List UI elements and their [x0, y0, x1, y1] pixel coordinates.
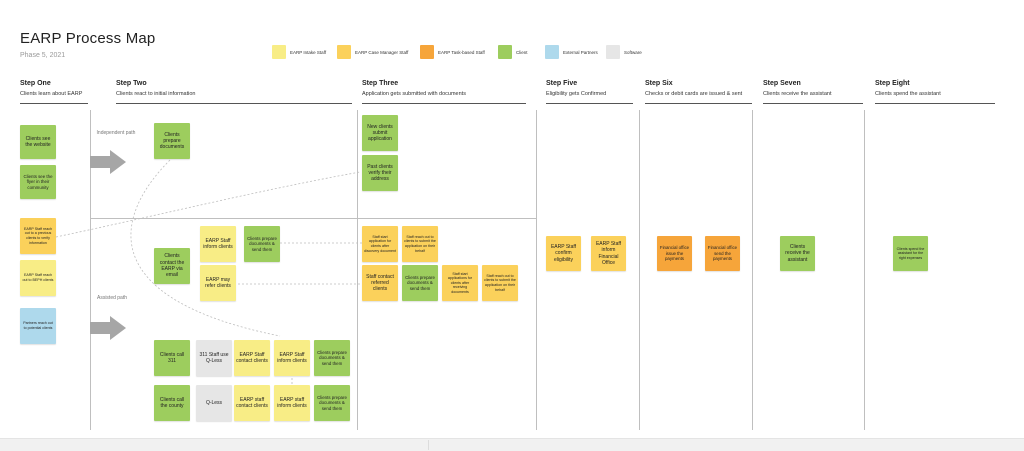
sticky-note: Staff start applications for clients aft… — [442, 265, 478, 301]
legend-item-intake: EARP Intake Staff — [272, 45, 326, 59]
sticky-note: EARP Staff inform Financial Office — [591, 236, 626, 271]
step-eight-header: Step Eight Clients spend the assistant — [875, 80, 941, 97]
legend-swatch — [272, 45, 286, 59]
column-divider — [864, 110, 865, 430]
legend-item-client: Client — [498, 45, 528, 59]
assisted-path-arrow-icon — [90, 316, 126, 340]
step-underline — [546, 103, 633, 104]
sticky-note: EARP staff contact clients — [234, 385, 270, 421]
assisted-path-label: Assisted path — [96, 295, 128, 301]
sticky-note: Financial office issue the payments — [657, 236, 692, 271]
connector-line — [55, 171, 361, 238]
legend-item-task-based: EARP Task-based Staff — [420, 45, 485, 59]
legend-label: Client — [516, 49, 528, 55]
legend-item-external: External Partners — [545, 45, 598, 59]
sticky-note: New clients submit application — [362, 115, 398, 151]
column-divider — [90, 110, 91, 430]
step-six-header: Step Six Checks or debit cards are issue… — [645, 80, 742, 97]
legend-label: EARP Case Manager Staff — [355, 49, 409, 55]
bottom-panel-divider — [428, 440, 429, 450]
step-seven-header: Step Seven Clients receive the assistant — [763, 80, 831, 97]
sticky-note: Partners reach out to potential clients — [20, 308, 56, 344]
step-name: Step Seven — [763, 80, 801, 87]
step-underline — [645, 103, 752, 104]
step-description: Clients spend the assistant — [875, 91, 941, 97]
legend-label: External Partners — [563, 49, 598, 55]
step-description: Eligibility gets Confirmed — [546, 91, 607, 97]
sticky-note: Clients prepare documents & send them — [314, 340, 350, 376]
step-three-header: Step Three Application gets submitted wi… — [362, 80, 466, 97]
sticky-note: Financial office send the payments — [705, 236, 740, 271]
step-name: Step Five — [546, 80, 578, 87]
sticky-note: Clients prepare documents & send them — [402, 265, 438, 301]
sticky-note: 311 Staff use Q-Less — [196, 340, 232, 376]
legend-swatch — [420, 45, 434, 59]
sticky-note: EARP Staff confirm eligibility — [546, 236, 581, 271]
step-underline — [362, 103, 526, 104]
independent-path-arrow-icon — [90, 150, 126, 174]
sticky-note: Clients call the county — [154, 385, 190, 421]
step-name: Step Three — [362, 80, 399, 87]
sticky-note: Staff reach out to clients to submit the… — [482, 265, 518, 301]
sticky-note: EARP may refer clients — [200, 265, 236, 301]
sticky-note: EARP Staff contact clients — [234, 340, 270, 376]
sticky-note: EARP Staff reach out to a previous clien… — [20, 218, 56, 254]
sticky-note: EARP Staff reach out to BEPH clients — [20, 260, 56, 296]
sticky-note: EARP Staff inform clients — [274, 340, 310, 376]
sticky-note: Staff start application for clients afte… — [362, 226, 398, 262]
legend-swatch — [337, 45, 351, 59]
sticky-note: EARP staff inform clients — [274, 385, 310, 421]
column-divider — [536, 110, 537, 430]
step-name: Step Eight — [875, 80, 910, 87]
sticky-note: Clients see the website — [20, 125, 56, 159]
sticky-note: Q-Less — [196, 385, 232, 421]
column-divider — [639, 110, 640, 430]
sticky-note: Staff reach out to clients to submit the… — [402, 226, 438, 262]
bottom-panel — [0, 438, 1024, 451]
legend-item-software: Software — [606, 45, 642, 59]
connector-line — [130, 159, 281, 337]
sticky-note: Clients spend the assistant for the righ… — [893, 236, 928, 271]
legend-label: EARP Task-based Staff — [438, 49, 485, 55]
legend-label: Software — [624, 49, 642, 55]
step-underline — [116, 103, 352, 104]
sticky-note: Clients prepare documents & send them — [244, 226, 280, 262]
step-description: Clients receive the assistant — [763, 91, 832, 97]
step-description: Application gets submitted with document… — [362, 91, 466, 97]
step-description: Checks or debit cards are issued & sent — [645, 91, 743, 97]
independent-path-label: Independent path — [96, 130, 136, 136]
step-description: Clients learn about EARP — [20, 91, 83, 97]
sticky-note: Clients see the flyer in their community — [20, 165, 56, 199]
sticky-note: Staff contact referred clients — [362, 265, 398, 301]
legend-label: EARP Intake Staff — [290, 49, 327, 55]
step-underline — [20, 103, 88, 104]
step-one-header: Step One Clients learn about EARP — [20, 80, 82, 97]
step-underline — [875, 103, 995, 104]
step-two-header: Step Two Clients react to initial inform… — [116, 80, 195, 97]
column-divider — [357, 110, 358, 430]
step-five-header: Step Five Eligibility gets Confirmed — [546, 80, 606, 97]
legend-swatch — [498, 45, 512, 59]
page-title: EARP Process Map — [20, 30, 156, 47]
step-name: Step Six — [645, 80, 673, 87]
sticky-note: Clients prepare documents — [154, 123, 190, 159]
sticky-note: EARP Staff inform clients — [200, 226, 236, 262]
page-subtitle: Phase 5, 2021 — [20, 52, 66, 59]
process-map-board: EARP Process Map Phase 5, 2021 EARP Inta… — [0, 0, 1024, 438]
step-description: Clients react to initial information — [116, 91, 196, 97]
sticky-note: Past clients verify their address — [362, 155, 398, 191]
legend-swatch — [545, 45, 559, 59]
step-underline — [763, 103, 863, 104]
step-name: Step Two — [116, 80, 147, 87]
legend-item-case-manager: EARP Case Manager Staff — [337, 45, 408, 59]
column-divider — [752, 110, 753, 430]
sticky-note: Clients contact the EARP via email — [154, 248, 190, 284]
lane-divider — [90, 218, 536, 219]
sticky-note: Clients prepare documents & send them — [314, 385, 350, 421]
legend-swatch — [606, 45, 620, 59]
sticky-note: Clients receive the assistant — [780, 236, 815, 271]
sticky-note: Clients call 311 — [154, 340, 190, 376]
step-name: Step One — [20, 80, 51, 87]
connector-lines — [55, 159, 362, 390]
